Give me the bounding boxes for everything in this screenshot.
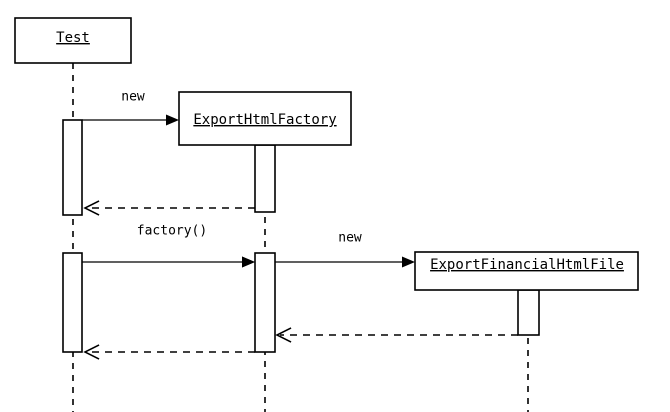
message-factory-return[interactable]	[83, 200, 255, 216]
participant-export-financial-html-file[interactable]: ExportFinancialHtmlFile	[414, 251, 639, 291]
message-factory-return-2[interactable]	[83, 344, 255, 360]
arrowhead-open-icon	[275, 327, 292, 343]
message-new-financial[interactable]	[275, 256, 415, 268]
activation-bar-factory-1[interactable]	[254, 144, 276, 213]
arrowhead-open-icon	[83, 200, 100, 216]
participant-label: Test	[56, 30, 90, 46]
participant-box	[414, 251, 639, 291]
message-factory-call[interactable]	[82, 256, 255, 268]
participant-test[interactable]: Test	[14, 17, 132, 64]
participant-box	[14, 17, 132, 64]
activation-bar-financial-1[interactable]	[517, 289, 540, 336]
message-labels-group: new factory() new	[121, 90, 362, 246]
arrowheads-overlay-group	[83, 200, 292, 360]
participant-export-html-factory[interactable]: ExportHtmlFactory	[178, 91, 352, 146]
arrowhead-filled-icon	[402, 256, 415, 268]
activation-bar-test-1[interactable]	[62, 119, 83, 216]
arrowhead-filled-icon	[242, 256, 255, 268]
message-new-factory[interactable]	[82, 114, 179, 126]
activations-group	[62, 119, 540, 353]
arrowhead-filled-icon	[166, 114, 179, 126]
participant-label: ExportFinancialHtmlFile	[430, 257, 624, 273]
message-label-new-factory: new	[121, 90, 145, 105]
activation-bar-test-2[interactable]	[62, 252, 83, 353]
message-financial-return[interactable]	[275, 327, 518, 343]
participant-box	[178, 91, 352, 146]
message-label-factory-return: factory()	[137, 224, 207, 239]
message-label-new-financial: new	[338, 231, 362, 246]
participant-boxes-group: Test ExportHtmlFactory ExportFinancialHt…	[14, 17, 639, 291]
activation-bar-factory-2[interactable]	[254, 252, 276, 353]
arrowhead-open-icon	[83, 344, 100, 360]
participant-label: ExportHtmlFactory	[193, 112, 336, 128]
